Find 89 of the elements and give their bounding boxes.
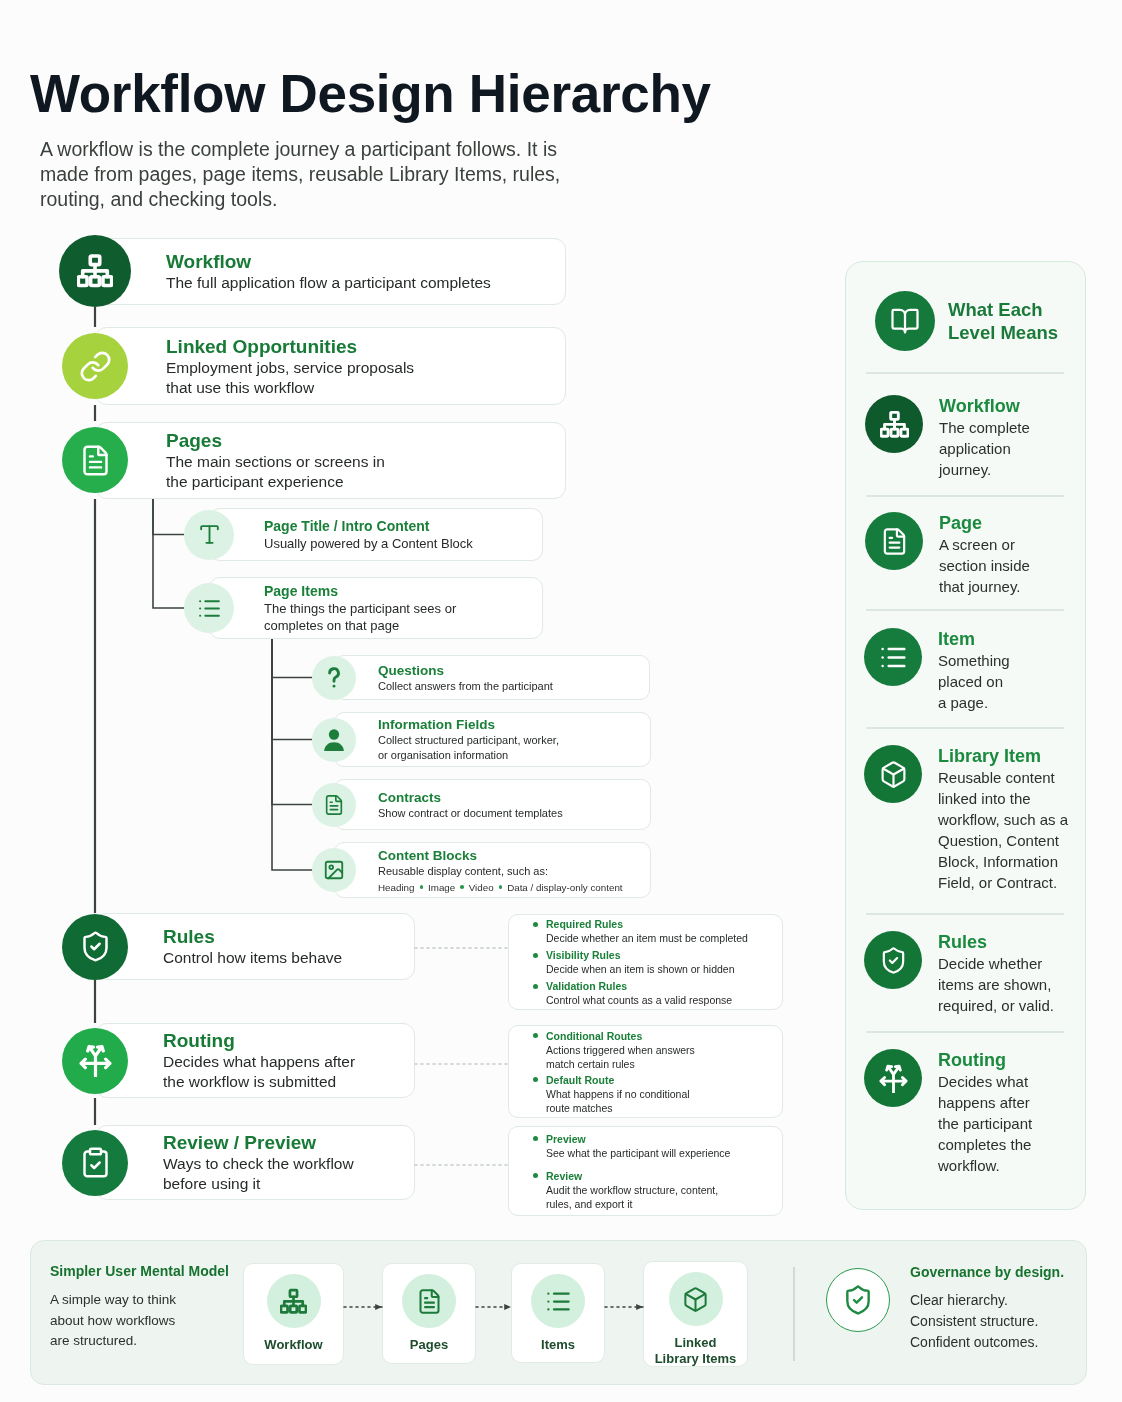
detail-text: See what the participant will experience [546, 1145, 731, 1160]
entry-heading: Library Item [938, 745, 1042, 767]
card-description: Control how items behave [163, 948, 343, 968]
entry-description: Decide whether items are shown, required, or valid. [938, 954, 1055, 1016]
card-heading: Page Title / Intro Content [264, 517, 430, 535]
band-description: A simple way to think about how workflows are structured. [50, 1291, 178, 1350]
detail-panel [508, 1025, 783, 1118]
step-label: Workflow [264, 1337, 323, 1353]
card-description: The full application flow a participant completes [166, 272, 491, 293]
detail-heading: Preview [546, 1131, 586, 1146]
card-heading: Page Items [264, 582, 338, 600]
detail-heading: Default Route [546, 1072, 615, 1087]
card-description: Reusable display content, such as: [378, 863, 548, 879]
summary-band [30, 1240, 1087, 1385]
detail-heading: Validation Rules [546, 979, 628, 993]
card-heading: Questions [378, 661, 444, 679]
entry-heading: Workflow [939, 395, 1020, 417]
card-description: The main sections or screens in the participant experience [166, 451, 386, 492]
panel-heading: What Each Level Means [948, 299, 1060, 344]
detail-heading: Visibility Rules [546, 948, 621, 962]
connector-line [93, 980, 97, 1023]
card-heading: Rules [163, 925, 215, 948]
glossary-panel [845, 261, 1086, 1210]
card-description: The things the participant sees or completes on that page [264, 600, 458, 634]
card-description: Show contract or document templates [378, 805, 563, 821]
flow-step-card [643, 1261, 748, 1367]
step-label: Pages [409, 1337, 449, 1353]
content-type-label: Heading [378, 880, 415, 894]
content-type-label: Image [428, 880, 456, 894]
detail-heading: Required Rules [546, 917, 624, 931]
connector-line [152, 498, 185, 609]
card-heading: Workflow [166, 249, 252, 273]
band-heading: Simpler User Mental Model [50, 1263, 229, 1280]
page-title: Workflow Design Hierarchy [30, 64, 711, 124]
entry-description: Reusable content linked into the workflow, such as a Question, Content Block, Information Field, or Contract. [938, 768, 1070, 893]
flow-step-card [382, 1263, 476, 1364]
card-heading: Linked Opportunities [166, 334, 358, 358]
card-heading: Content Blocks [378, 846, 477, 864]
card-heading: Pages [166, 428, 222, 452]
detail-heading: Review [546, 1168, 583, 1183]
entry-heading: Item [938, 628, 975, 650]
detail-text: What happens if no conditional route matches [546, 1086, 691, 1115]
dotted-arrow [475, 1303, 512, 1311]
connector-line [93, 499, 97, 913]
detail-text: Decide whether an item must be completed [546, 931, 748, 945]
card-description: Collect answers from the participant [378, 678, 553, 694]
entry-heading: Rules [938, 931, 988, 953]
detail-text: Audit the workflow structure, content, rules, and export it [546, 1182, 720, 1211]
intro-paragraph: A workflow is the complete journey a participant follows. It is made from pages, page items, reusable Library Items, rules, routing, and checking tools. [40, 137, 562, 212]
connector-line [93, 1098, 97, 1125]
content-type-label: Video [468, 880, 494, 894]
connector-line [271, 638, 313, 871]
entry-description: The complete application journey. [939, 418, 1031, 480]
entry-heading: Page [939, 512, 983, 534]
card-heading: Review / Preview [163, 1131, 317, 1154]
dotted-arrow [604, 1303, 644, 1311]
step-label: Items [541, 1337, 575, 1353]
detail-panel [508, 914, 783, 1010]
detail-text: Actions triggered when answers match certain rules [546, 1042, 696, 1071]
connector-line [93, 405, 97, 421]
dotted-connector-line [414, 1063, 509, 1065]
card-description: Usually powered by a Content Block [264, 535, 473, 552]
card-description: Employment jobs, service proposals that use this workflow [166, 357, 416, 398]
card-description: Decides what happens after the workflow is submitted [163, 1052, 357, 1092]
card-description: Ways to check the workflow before using it [163, 1154, 355, 1194]
entry-description: Decides what happens after the participant completes the workflow. [938, 1072, 1034, 1176]
connector-line [93, 307, 97, 327]
summary-line: Confident outcomes. [910, 1333, 1039, 1352]
dotted-connector-line [414, 1164, 509, 1166]
detail-panel [508, 1126, 783, 1216]
detail-text: Control what counts as a valid response [546, 993, 733, 1007]
card-description: Collect structured participant, worker, or organisation information [378, 733, 560, 763]
band-heading: Governance by design. [910, 1264, 1065, 1281]
content-type-label: Data / display-only content [507, 880, 623, 894]
summary-line: Clear hierarchy. [910, 1291, 1008, 1310]
step-label: Linked Library Items [653, 1335, 738, 1367]
dotted-connector-line [414, 947, 509, 949]
card-heading: Contracts [378, 788, 441, 806]
flow-step-card [243, 1263, 344, 1365]
card-heading: Routing [163, 1029, 235, 1052]
dotted-arrow [343, 1303, 383, 1311]
entry-description: A screen or section inside that journey. [939, 535, 1031, 597]
detail-heading: Conditional Routes [546, 1028, 643, 1043]
flow-step-card [511, 1263, 605, 1363]
entry-heading: Routing [938, 1049, 1006, 1071]
summary-line: Consistent structure. [910, 1312, 1039, 1331]
entry-description: Something placed on a page. [938, 651, 1011, 713]
card-heading: Information Fields [378, 716, 495, 733]
detail-text: Decide when an item is shown or hidden [546, 962, 735, 976]
